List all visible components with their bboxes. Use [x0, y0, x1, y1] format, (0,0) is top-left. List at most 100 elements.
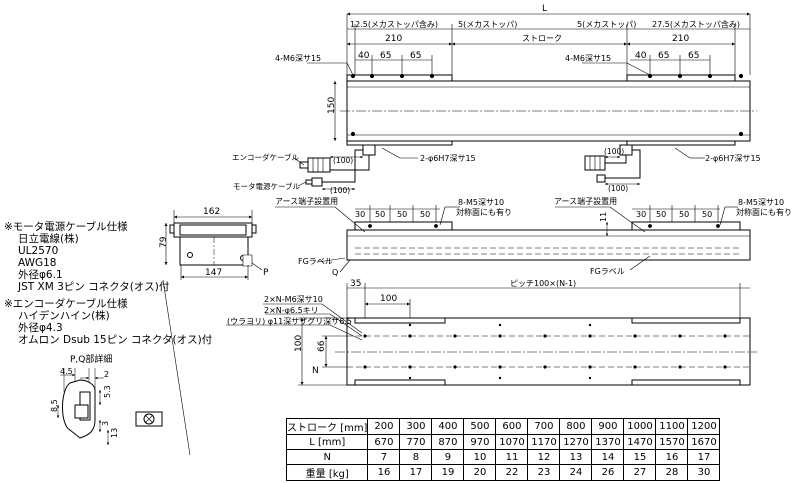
table-cell: 900: [591, 418, 625, 435]
side-pitch-right-2: 50: [656, 210, 666, 219]
table-cell: 1170: [527, 434, 561, 450]
table-cell: 500: [463, 418, 497, 435]
dim-end-left: 12.5(メカストッパ含み): [350, 19, 438, 29]
earth-terminal-left: アース端子設置用: [275, 196, 338, 206]
table-cell: 28: [655, 464, 689, 481]
detail-labels: P,Q部詳細 4.5 2 5.3 8.5 3 13: [50, 353, 119, 438]
bottom-view: [226, 283, 757, 386]
table-cell: 16: [655, 449, 689, 465]
end-base-147: 147: [205, 268, 222, 278]
table-cell: 1570: [655, 434, 689, 450]
motor-cable-spec: ※モータ電源ケーブル仕様 日立電線(株) UL2570 AWG18 外径φ6.1…: [4, 221, 169, 293]
table-cell: 1000: [623, 418, 657, 435]
table-cell: 800: [559, 418, 593, 435]
bottom-tap-note: 2×N-M6深サ10: [264, 295, 323, 304]
table-cell: 400: [431, 418, 465, 435]
cable-dim-4: (100): [608, 184, 628, 193]
table-cell: 1070: [495, 434, 529, 450]
fg-label-left: FGラベル: [298, 257, 333, 266]
detail-dim-13: 13: [110, 428, 119, 438]
end-view: [164, 210, 263, 280]
encoder-cable-spec: ※エンコーダケーブル仕様 ハイデンハイン(株) 外径φ4.3 オムロン Dsub…: [4, 298, 212, 346]
motor-cable-label: モータ電源ケーブル: [233, 181, 301, 191]
detail-dim-2: 2: [104, 370, 109, 379]
bottom-cbore-note: (ウラヨリ) φ11深サザグリ深サ6.5: [227, 316, 352, 326]
encoder-cable-spec-line: オムロン Dsub 15ピン コネクタ(オス)付: [18, 334, 213, 346]
end-width-162: 162: [203, 207, 220, 217]
bottom-width-100: 100: [294, 335, 304, 352]
bottom-pitch-label: ピッチ100×(N-1): [510, 279, 576, 288]
table-cell: 600: [495, 418, 529, 435]
table-row-label: 重量 [kg]: [285, 464, 369, 481]
bottom-hole-note: 2×N-φ6.5キリ: [264, 306, 319, 315]
side-tap-left-2: 対称面にも有り: [456, 207, 512, 217]
table-cell: 970: [463, 434, 497, 450]
side-tap-right-2: 対称面にも有り: [736, 207, 792, 217]
encoder-cable-spec-line: ハイデンハイン(株): [18, 310, 110, 322]
table-cell: 17: [687, 449, 721, 465]
side-tap-left: 8-M5深サ10: [458, 198, 504, 207]
detail-dim-3: 3: [101, 421, 110, 426]
motor-cable-spec-title: ※モータ電源ケーブル仕様: [4, 221, 128, 233]
table-cell: 1270: [559, 434, 593, 450]
fg-label-right: FGラベル: [590, 267, 625, 276]
table-cell: 7: [367, 449, 401, 465]
table-cell: 14: [591, 449, 625, 465]
motor-cable-spec-line: AWG18: [18, 257, 57, 269]
detail-dim-8_5: 8.5: [50, 399, 59, 412]
dim-stroke: ストローク: [522, 34, 562, 43]
side-view-labels: アース端子設置用 アース端子設置用 30 50 50 50 30 50 50 5…: [275, 196, 792, 277]
encoder-cable-spec-line: 外径φ4.3: [18, 322, 63, 334]
detail-pq: [56, 279, 191, 456]
side-pitch-left-1: 30: [355, 210, 365, 219]
dim-width-150: 150: [327, 97, 337, 114]
table-cell: 870: [431, 434, 465, 450]
side-pitch-left-4: 50: [420, 210, 430, 219]
table-cell: 770: [399, 434, 433, 450]
table-cell: 26: [591, 464, 625, 481]
side-pitch-left-2: 50: [375, 210, 385, 219]
dim-stopper-left: 5(メカストッパ): [458, 20, 517, 29]
side-pitch-right-1: 30: [636, 210, 646, 219]
dim-carriage-right: 210: [672, 34, 689, 44]
motor-cable-spec-line: 外径φ6.1: [18, 269, 63, 281]
table-cell: 8: [399, 449, 433, 465]
table-cell: 9: [431, 449, 465, 465]
encoder-cable-spec-title: ※エンコーダケーブル仕様: [4, 298, 128, 310]
dim-pitch-right-3: 65: [688, 51, 699, 61]
side-tap-right: 8-M5深サ10: [738, 198, 784, 207]
side-view: [275, 205, 751, 273]
table-cell: 24: [559, 464, 593, 481]
table-cell: 1370: [591, 434, 625, 450]
table-cell: 30: [687, 464, 721, 481]
table-cell: 10: [463, 449, 497, 465]
top-view: [293, 12, 757, 191]
table-cell: 16: [367, 464, 401, 481]
motor-cable-spec-line: JST XM 3ピン コネクタ(オス)付: [18, 281, 170, 293]
side-pitch-left-3: 50: [397, 210, 407, 219]
dim-pitch-left-1: 40: [358, 51, 370, 61]
table-cell: 1670: [687, 434, 721, 450]
pin-note-right: 2-φ6H7深サ15: [705, 154, 761, 163]
top-view-labels: L 12.5(メカストッパ含み) 5(メカストッパ) 5(メカストッパ) 27.…: [232, 4, 761, 195]
bottom-first-pitch: 100: [380, 294, 397, 304]
table-cell: 1200: [687, 418, 721, 435]
table-cell: 11: [495, 449, 529, 465]
table-cell: 12: [527, 449, 561, 465]
q-label: Q: [332, 268, 338, 277]
bottom-n-label: N: [312, 366, 319, 376]
table-cell: 22: [495, 464, 529, 481]
table-row-label: N: [285, 449, 369, 465]
cable-dim-1: (100): [333, 156, 353, 165]
p-label: P: [263, 268, 269, 278]
bottom-end-offset: 35: [350, 279, 361, 289]
dim-end-right: 27.5(メカストッパ含み): [652, 19, 740, 29]
detail-dim-4_5: 4.5: [60, 367, 73, 376]
